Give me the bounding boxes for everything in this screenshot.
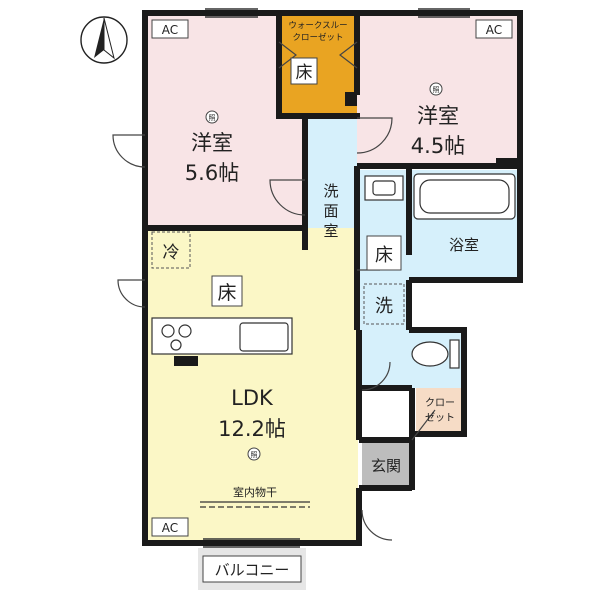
wall-stub — [174, 356, 198, 366]
room-name-western-a: 洋室 — [191, 131, 233, 155]
fridge-label: 冷 — [163, 243, 180, 263]
light-symbol — [247, 447, 261, 461]
stove-burner — [170, 339, 182, 351]
floor-heating-box — [366, 235, 402, 271]
ac-box — [151, 517, 189, 537]
light-symbol — [429, 82, 443, 96]
bathroom-label: 浴室 — [449, 236, 479, 254]
stove-burner — [178, 324, 192, 338]
ldk-fill — [148, 228, 358, 544]
washbasin-bowl — [372, 180, 396, 196]
floor-heating-label: 床 — [375, 245, 393, 266]
wall-stub — [496, 158, 520, 166]
washroom-label-char: 室 — [323, 222, 338, 240]
ac-box — [151, 19, 189, 39]
indoor-drying-label: 室内物干 — [233, 485, 277, 499]
ac-label: AC — [162, 521, 178, 535]
washroom-label-char: 洗 — [323, 182, 338, 200]
entrance-fill — [362, 442, 410, 488]
light-symbol — [205, 110, 219, 124]
room-name-western-b: 洋室 — [417, 104, 459, 128]
light-label: 照 — [209, 114, 216, 122]
room-size-western-a: 5.6帖 — [185, 161, 239, 185]
floor-heating-label: 床 — [217, 282, 236, 304]
balcony-label: バルコニー — [215, 561, 290, 579]
walls — [142, 10, 523, 546]
doors — [112, 41, 436, 541]
ac-label: AC — [162, 23, 178, 37]
light-label: 照 — [433, 86, 440, 94]
closet-label: クロー — [425, 397, 455, 409]
washroom-label-char: 面 — [323, 202, 338, 220]
stove-burner — [161, 324, 175, 338]
floor-heating-label: 床 — [296, 63, 313, 83]
closet-label: ゼット — [425, 412, 455, 424]
north-arrow-icon — [80, 16, 128, 64]
room-size-ldk: 12.2帖 — [218, 417, 286, 441]
toilet-tank — [449, 339, 460, 369]
walk-through-closet-label: クローゼット — [292, 32, 343, 43]
washer-label: 洗 — [375, 296, 393, 317]
room-size-western-b: 4.5帖 — [411, 134, 465, 158]
floor-heating-box — [290, 57, 318, 85]
ac-box — [475, 19, 513, 39]
closet-small-fill — [416, 388, 464, 434]
floor-heating-box — [211, 275, 243, 307]
room-name-ldk: LDK — [231, 386, 274, 410]
toilet-bowl — [411, 341, 449, 367]
bathtub-inner — [419, 179, 510, 214]
balcony-box — [202, 555, 302, 583]
entrance-label: 玄関 — [371, 457, 401, 475]
sink — [239, 322, 289, 352]
windows — [203, 8, 470, 548]
fridge-space — [151, 231, 191, 269]
washer-space — [363, 283, 405, 325]
walk-through-closet-label: ウォークスルー — [288, 21, 347, 31]
light-label: 照 — [251, 451, 258, 459]
wall-stub — [345, 92, 357, 106]
ac-label: AC — [486, 23, 502, 37]
